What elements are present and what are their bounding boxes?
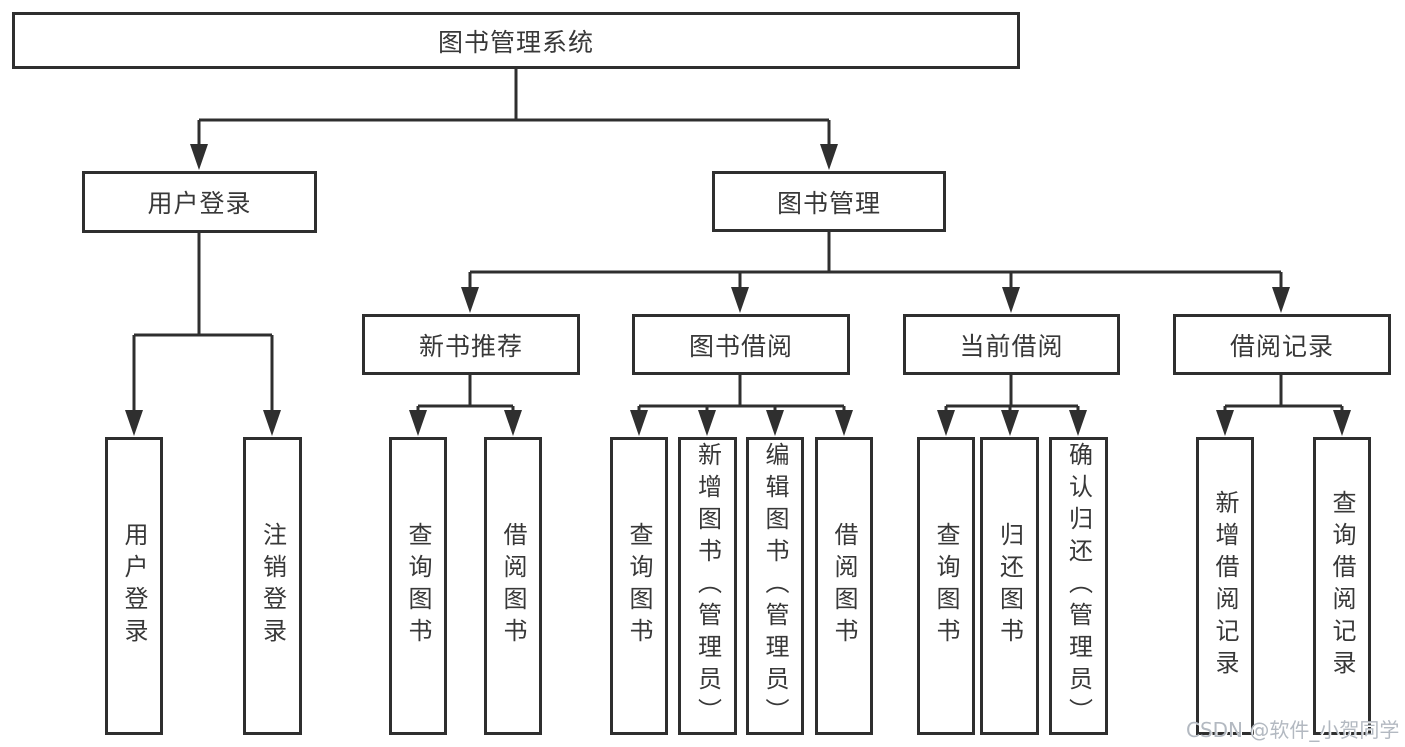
leaf-edit-book-admin: 编辑图书（管理员） [746, 437, 804, 735]
leaf-user-login: 用户登录 [105, 437, 163, 735]
leaf-return-book: 归还图书 [980, 437, 1039, 735]
node-current-borrow: 当前借阅 [903, 314, 1120, 375]
node-book-management: 图书管理 [712, 171, 946, 232]
leaf-confirm-return-admin: 确认归还（管理员） [1049, 437, 1108, 735]
leaf-query-books-current: 查询图书 [917, 437, 975, 735]
node-new-book-recommend: 新书推荐 [362, 314, 580, 375]
node-label: 借阅图书 [499, 522, 527, 650]
node-label: 新增借阅记录 [1211, 490, 1239, 682]
node-book-borrow: 图书借阅 [632, 314, 850, 375]
node-label: 查询借阅记录 [1328, 490, 1356, 682]
node-label: 查询图书 [932, 522, 960, 650]
leaf-query-borrow-record: 查询借阅记录 [1313, 437, 1371, 735]
node-label: 用户登录 [120, 522, 148, 650]
node-borrow-records: 借阅记录 [1173, 314, 1391, 375]
node-label: 查询图书 [625, 522, 653, 650]
leaf-query-books-borrow: 查询图书 [610, 437, 668, 735]
node-label: 图书管理系统 [437, 27, 594, 57]
node-label: 确认归还（管理员） [1064, 442, 1093, 730]
node-label: 新书推荐 [418, 331, 523, 361]
leaf-add-book-admin: 新增图书（管理员） [678, 437, 737, 735]
leaf-borrow-books-borrow: 借阅图书 [815, 437, 873, 735]
leaf-add-borrow-record: 新增借阅记录 [1196, 437, 1254, 735]
watermark: CSDN @软件_小贺同学 [1186, 718, 1400, 742]
node-label: 借阅记录 [1229, 331, 1334, 361]
leaf-query-books-recommend: 查询图书 [389, 437, 447, 735]
node-label: 新增图书（管理员） [693, 442, 722, 730]
node-label: 图书借阅 [688, 331, 793, 361]
node-library-management-system: 图书管理系统 [12, 12, 1020, 69]
node-user-login: 用户登录 [82, 171, 317, 233]
node-label: 注销登录 [258, 522, 287, 650]
node-label: 当前借阅 [959, 331, 1064, 361]
leaf-borrow-books-recommend: 借阅图书 [484, 437, 542, 735]
node-label: 用户登录 [147, 189, 252, 218]
leaf-logout: 注销登录 [243, 437, 302, 735]
node-label: 借阅图书 [830, 522, 858, 650]
node-label: 编辑图书（管理员） [761, 442, 789, 730]
node-label: 图书管理 [776, 188, 881, 218]
node-label: 查询图书 [404, 522, 432, 650]
node-label: 归还图书 [995, 522, 1024, 650]
